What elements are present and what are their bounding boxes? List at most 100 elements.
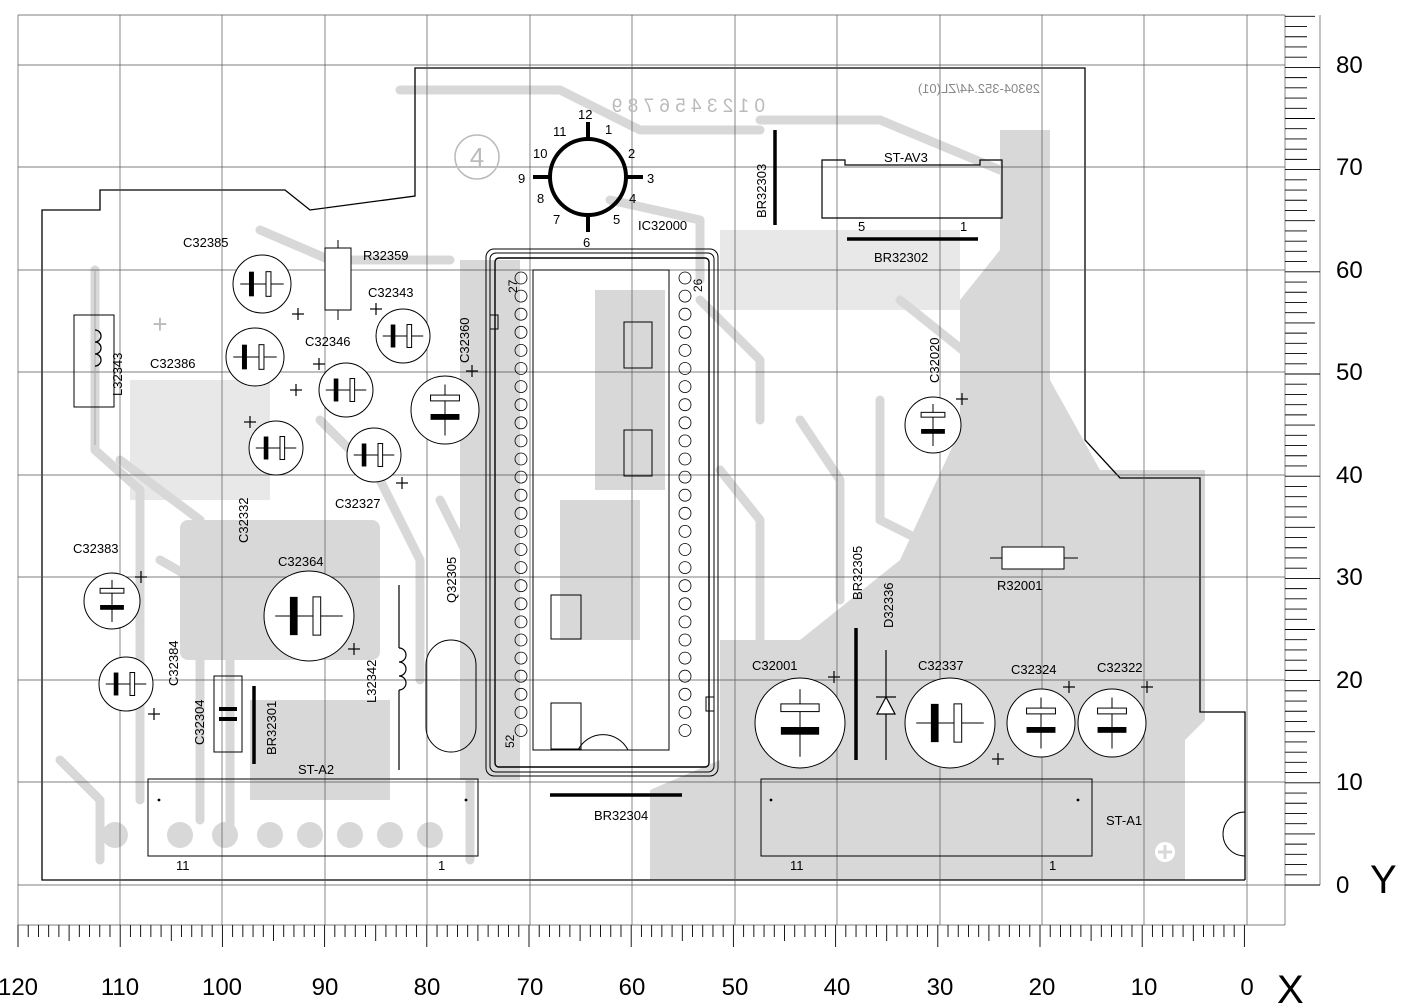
c32343-capacitor bbox=[375, 308, 431, 364]
x-tick-label: 70 bbox=[517, 974, 544, 1001]
br32303-label: BR32303 bbox=[754, 164, 769, 218]
polarity-plus-icon bbox=[291, 307, 305, 321]
c32337-label: C32337 bbox=[918, 658, 964, 673]
x-tick-label: 20 bbox=[1029, 974, 1056, 1001]
c32332-label: C32332 bbox=[236, 497, 251, 543]
c32343-label: C32343 bbox=[368, 285, 414, 300]
ic-pin-2: 2 bbox=[628, 146, 635, 161]
ic-pin-6: 6 bbox=[583, 235, 590, 250]
capacitors bbox=[83, 254, 1154, 769]
c32385-label: C32385 bbox=[183, 235, 229, 250]
x-tick-label: 110 bbox=[101, 974, 139, 1001]
c32384-label: C32384 bbox=[166, 640, 181, 686]
mirrored-board-code: 29304-352.44/ZL(01) bbox=[918, 81, 1040, 96]
y-tick-label: 50 bbox=[1336, 359, 1363, 386]
y-tick-label: 40 bbox=[1336, 462, 1363, 489]
c32346-label: C32346 bbox=[305, 334, 351, 349]
rulers bbox=[17, 15, 1320, 947]
st-av3-pin-1: 1 bbox=[960, 219, 967, 234]
c32332-capacitor bbox=[248, 420, 304, 476]
faint-plus-mark: + bbox=[152, 309, 167, 339]
c32020-capacitor bbox=[904, 396, 962, 454]
br32304-label: BR32304 bbox=[594, 808, 648, 823]
st-av3-connector bbox=[821, 159, 1003, 219]
c32322-capacitor bbox=[1077, 688, 1147, 758]
br32305-label: BR32305 bbox=[850, 546, 865, 600]
c32385-capacitor bbox=[232, 254, 292, 314]
x-tick-label: 80 bbox=[414, 974, 441, 1001]
c32304-capacitor bbox=[213, 675, 243, 753]
ic-pin-10: 10 bbox=[533, 146, 547, 161]
ic-pin-8: 8 bbox=[537, 191, 544, 206]
ic-socket bbox=[485, 248, 719, 777]
c32383-capacitor bbox=[83, 572, 141, 630]
c32304-label: C32304 bbox=[192, 699, 207, 745]
ic-pin-7: 7 bbox=[553, 212, 560, 227]
y-tick-label: 60 bbox=[1336, 257, 1363, 284]
d32336-label: D32336 bbox=[881, 582, 896, 628]
c32360-capacitor bbox=[410, 375, 480, 445]
br32302-label: BR32302 bbox=[874, 250, 928, 265]
c32322-label: C32322 bbox=[1097, 660, 1143, 675]
polarity-plus-icon bbox=[289, 383, 303, 397]
r32359-label: R32359 bbox=[363, 248, 409, 263]
r32001-label: R32001 bbox=[997, 578, 1043, 593]
polarity-plus-icon bbox=[395, 476, 409, 490]
ic-pin-9: 9 bbox=[518, 171, 525, 186]
y-tick-label: 70 bbox=[1336, 154, 1363, 181]
grid bbox=[17, 14, 1321, 926]
ic-pin-4: 4 bbox=[629, 191, 636, 206]
c32386-label: C32386 bbox=[150, 356, 196, 371]
x-tick-label: 50 bbox=[722, 974, 749, 1001]
x-tick-label: 120 bbox=[0, 974, 38, 1001]
c32324-label: C32324 bbox=[1011, 662, 1057, 677]
mirrored-digit-row: 0 1 2 3 4 5 6 7 8 9 bbox=[612, 96, 765, 117]
l32342-label: L32342 bbox=[364, 660, 379, 703]
q32305-label: Q32305 bbox=[444, 557, 459, 603]
l32343-label: L32343 bbox=[110, 353, 125, 396]
st-a2-label: ST-A2 bbox=[298, 762, 334, 777]
polarity-plus-icon bbox=[147, 707, 161, 721]
socket-pin-52: 52 bbox=[503, 734, 517, 748]
c32346-capacitor bbox=[318, 362, 374, 418]
br32301-label: BR32301 bbox=[264, 701, 279, 755]
socket-pin-26: 26 bbox=[691, 278, 705, 292]
st-a1-label: ST-A1 bbox=[1106, 813, 1142, 828]
c32360-label: C32360 bbox=[457, 317, 472, 363]
c32337-capacitor bbox=[904, 677, 996, 769]
ic-pin-11: 11 bbox=[553, 124, 567, 139]
x-tick-label: 30 bbox=[927, 974, 954, 1001]
ic32000-footprint bbox=[533, 122, 643, 232]
ic-pin-labels: 12 1 2 3 4 5 6 7 8 9 10 11 bbox=[518, 107, 654, 250]
y-tick-label: 0 bbox=[1336, 872, 1349, 899]
st-a1-pin-1: 1 bbox=[1049, 858, 1056, 873]
x-tick-label: 40 bbox=[824, 974, 851, 1001]
c32327-label: C32327 bbox=[335, 496, 381, 511]
x-tick-label: 10 bbox=[1131, 974, 1158, 1001]
c32327-capacitor bbox=[346, 427, 402, 483]
x-tick-label: 100 bbox=[202, 974, 242, 1001]
x-axis-letter: X bbox=[1277, 968, 1304, 1007]
st-a1-connector bbox=[760, 778, 1093, 857]
x-tick-label: 0 bbox=[1240, 974, 1253, 1001]
st-av3-label: ST-AV3 bbox=[884, 150, 928, 165]
ic-pin-1: 1 bbox=[605, 122, 612, 137]
l32343-coil bbox=[73, 270, 115, 445]
ic32000-label: IC32000 bbox=[638, 218, 687, 233]
st-a1-pin-11: 11 bbox=[790, 858, 804, 873]
mounting-notch bbox=[1222, 811, 1246, 857]
r32359-resistor bbox=[324, 240, 352, 320]
st-a2-pin-1: 1 bbox=[438, 858, 445, 873]
ic-pin-5: 5 bbox=[613, 212, 620, 227]
ic-pin-12: 12 bbox=[578, 107, 592, 122]
x-tick-label: 90 bbox=[312, 974, 339, 1001]
q32305-crystal bbox=[425, 639, 477, 753]
c32364-label: C32364 bbox=[278, 554, 324, 569]
c32386-capacitor bbox=[225, 327, 285, 387]
st-a2-pin-11: 11 bbox=[176, 858, 190, 873]
circled-mark: 4 bbox=[454, 134, 500, 180]
c32383-label: C32383 bbox=[73, 541, 119, 556]
x-tick-label: 60 bbox=[619, 974, 646, 1001]
